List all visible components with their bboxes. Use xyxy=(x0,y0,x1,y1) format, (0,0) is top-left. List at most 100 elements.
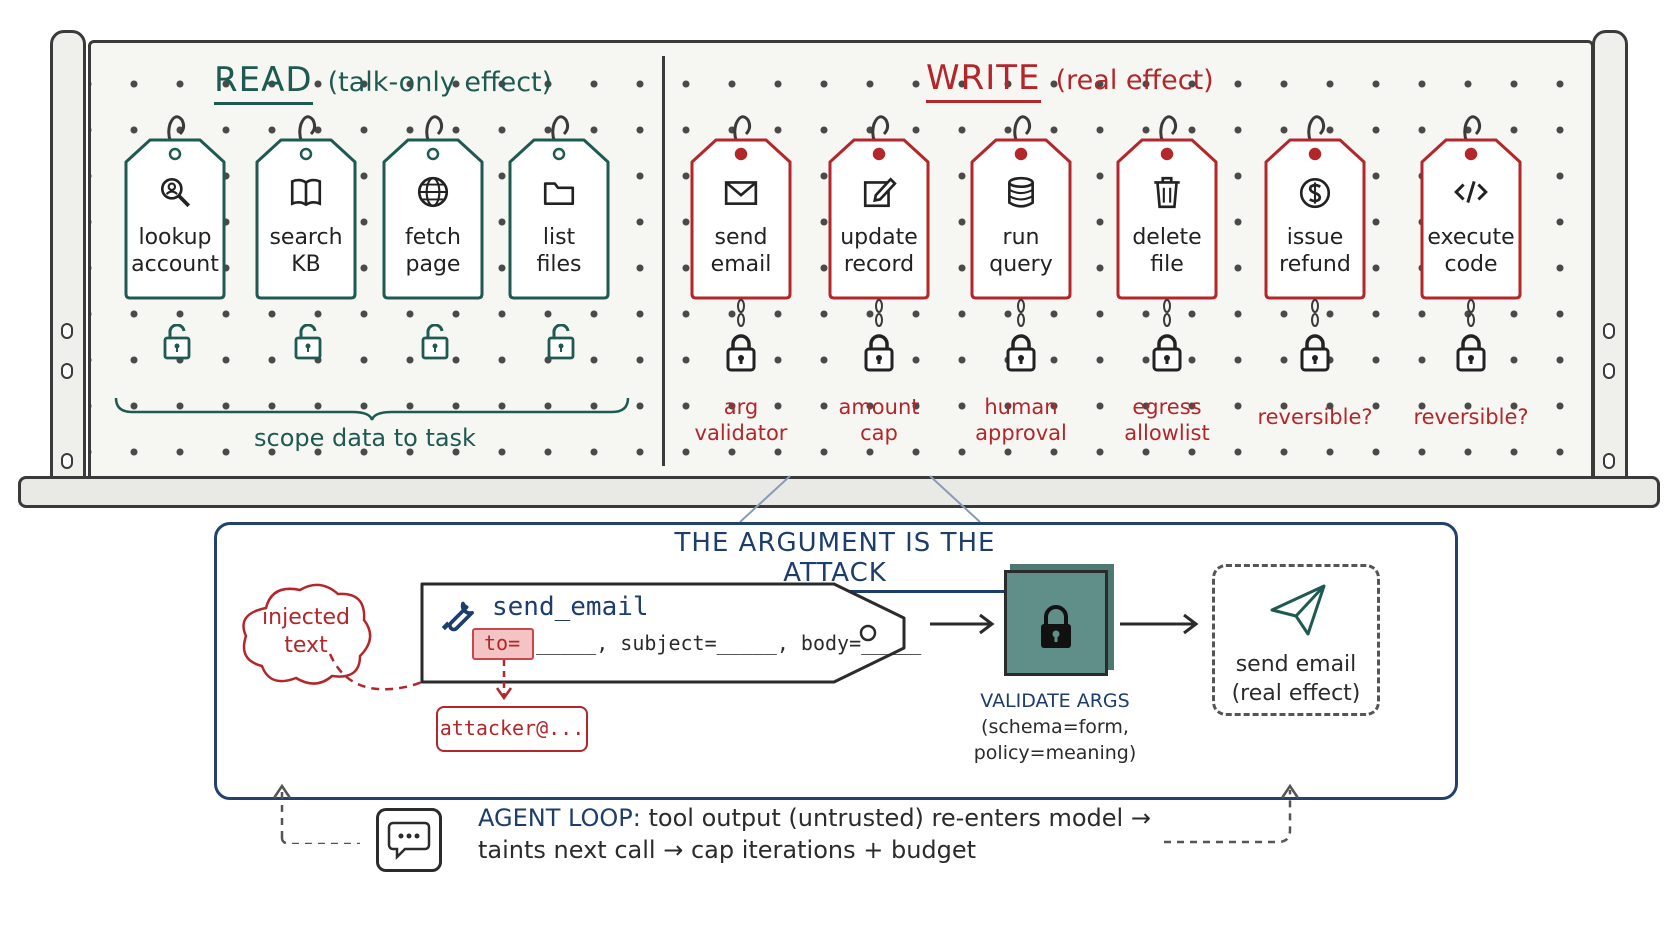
tool-label-line2: record xyxy=(843,252,915,277)
validate-policy: policy=meaning) xyxy=(973,742,1137,764)
tool-label-line1: issue xyxy=(1286,225,1344,250)
read-title: READ xyxy=(214,60,313,105)
tool-name: send_email xyxy=(492,592,649,622)
closed-lock-icon xyxy=(1006,334,1036,372)
vault-lock-icon xyxy=(1041,605,1071,648)
closed-lock-icon xyxy=(864,334,894,372)
chain-link xyxy=(875,299,883,327)
tool-label-line1: send xyxy=(714,225,768,250)
guard-line1: arg xyxy=(723,395,759,419)
wrench-icon xyxy=(441,601,474,632)
result-line2: (real effect) xyxy=(1231,681,1361,706)
write-title: WRITE xyxy=(926,58,1041,103)
book-icon xyxy=(290,178,322,207)
search-icon xyxy=(160,177,191,208)
guard-line1: reversible? xyxy=(1413,405,1529,429)
trash-icon xyxy=(1154,176,1180,209)
write-tag-body xyxy=(1264,115,1366,300)
paper-plane-icon xyxy=(1270,584,1326,636)
write-subtitle: (real effect) xyxy=(1055,65,1214,96)
shelf xyxy=(18,476,1660,508)
result-line1: send email xyxy=(1235,652,1357,677)
loop-line2: taints next call → cap iterations + budg… xyxy=(478,836,977,864)
dollar-icon xyxy=(1299,177,1331,209)
tool-label-line1: fetch xyxy=(405,225,461,250)
folder-icon xyxy=(543,182,575,205)
envelope-icon xyxy=(724,181,758,205)
read-write-divider xyxy=(662,56,665,466)
chain-link xyxy=(1467,299,1475,327)
open-lock-icon xyxy=(163,324,191,360)
chat-icon xyxy=(376,808,442,872)
read-tag-body xyxy=(255,115,357,300)
guard-line2: validator xyxy=(694,421,788,445)
loop-arrow-right xyxy=(1164,784,1300,844)
globe-icon xyxy=(417,176,449,208)
arrow-to-result xyxy=(1120,613,1199,635)
edit-icon xyxy=(863,177,897,208)
closed-lock-icon xyxy=(1152,334,1182,372)
chain-link xyxy=(1311,299,1319,327)
injected-label: injected text xyxy=(246,604,366,660)
tool-label-line2: query xyxy=(989,252,1053,277)
tool-label-line2: email xyxy=(710,252,772,277)
guard-caption: reversible? xyxy=(1240,404,1390,430)
tool-label-line2: page xyxy=(405,252,461,277)
tool-label-line1: list xyxy=(542,225,576,250)
chain-link xyxy=(1163,299,1171,327)
tool-label-line1: run xyxy=(1002,225,1040,250)
read-subtitle: (talk-only effect) xyxy=(327,67,553,98)
tool-label-line2: KB xyxy=(291,252,321,277)
scope-label: scope data to task xyxy=(254,424,476,452)
open-lock-icon xyxy=(294,324,322,360)
read-tag-body xyxy=(124,115,226,300)
read-tag-body xyxy=(508,115,610,300)
guard-line1: human xyxy=(984,395,1058,419)
send-email-tool-tag xyxy=(420,582,906,684)
tool-label-line2: code xyxy=(1444,252,1498,277)
code-icon xyxy=(1454,180,1488,204)
injected-line1: injected xyxy=(262,605,350,630)
result-label: send email (real effect) xyxy=(1212,650,1380,708)
agent-loop-text: AGENT LOOP: tool output (untrusted) re-e… xyxy=(478,802,1158,866)
injected-cloud xyxy=(242,583,372,685)
loop-line1: tool output (untrusted) re-enters model … xyxy=(648,804,1151,832)
guard-line2: allowlist xyxy=(1124,421,1210,445)
attacker-value: attacker@... xyxy=(439,716,585,740)
validate-vault xyxy=(1004,570,1108,676)
chain-link xyxy=(737,299,745,327)
tool-label-line1: lookup xyxy=(138,225,212,250)
write-heading: WRITE (real effect) xyxy=(926,58,1306,103)
guard-line1: reversible? xyxy=(1257,405,1373,429)
tool-label-line1: execute xyxy=(1427,225,1515,250)
validate-schema: (schema=form, xyxy=(981,716,1129,738)
panel-title: THE ARGUMENT IS THE ATTACK xyxy=(620,528,1050,593)
arg-to: to= xyxy=(484,631,521,655)
read-heading: READ (talk-only effect) xyxy=(214,60,594,105)
tool-label-line1: search xyxy=(269,225,343,250)
guard-caption: reversible? xyxy=(1396,404,1546,430)
database-icon xyxy=(1008,176,1034,208)
tool-label-line1: update xyxy=(840,225,918,250)
open-lock-icon xyxy=(421,324,449,360)
loop-arrow-left xyxy=(272,784,360,844)
tool-label-line2: files xyxy=(536,252,582,277)
validate-title: VALIDATE ARGS xyxy=(980,690,1130,712)
right-upright xyxy=(1592,30,1628,498)
